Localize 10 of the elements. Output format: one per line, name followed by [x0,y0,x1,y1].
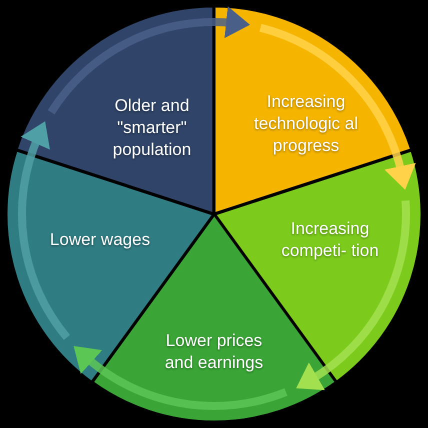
curved-arrow [296,200,410,390]
segment-label: Lower prices and earnings [164,330,264,374]
curved-arrow [73,346,288,410]
curved-arrow [259,24,416,190]
segment-label: Increasing technologic al progress [254,91,358,157]
segment-label: Lower wages [48,228,152,251]
curved-arrow [18,120,70,340]
segment-label: Increasing competi- tion [280,218,380,262]
curved-arrow [48,6,250,115]
segment-label: Older and "smarter" population [112,95,192,161]
